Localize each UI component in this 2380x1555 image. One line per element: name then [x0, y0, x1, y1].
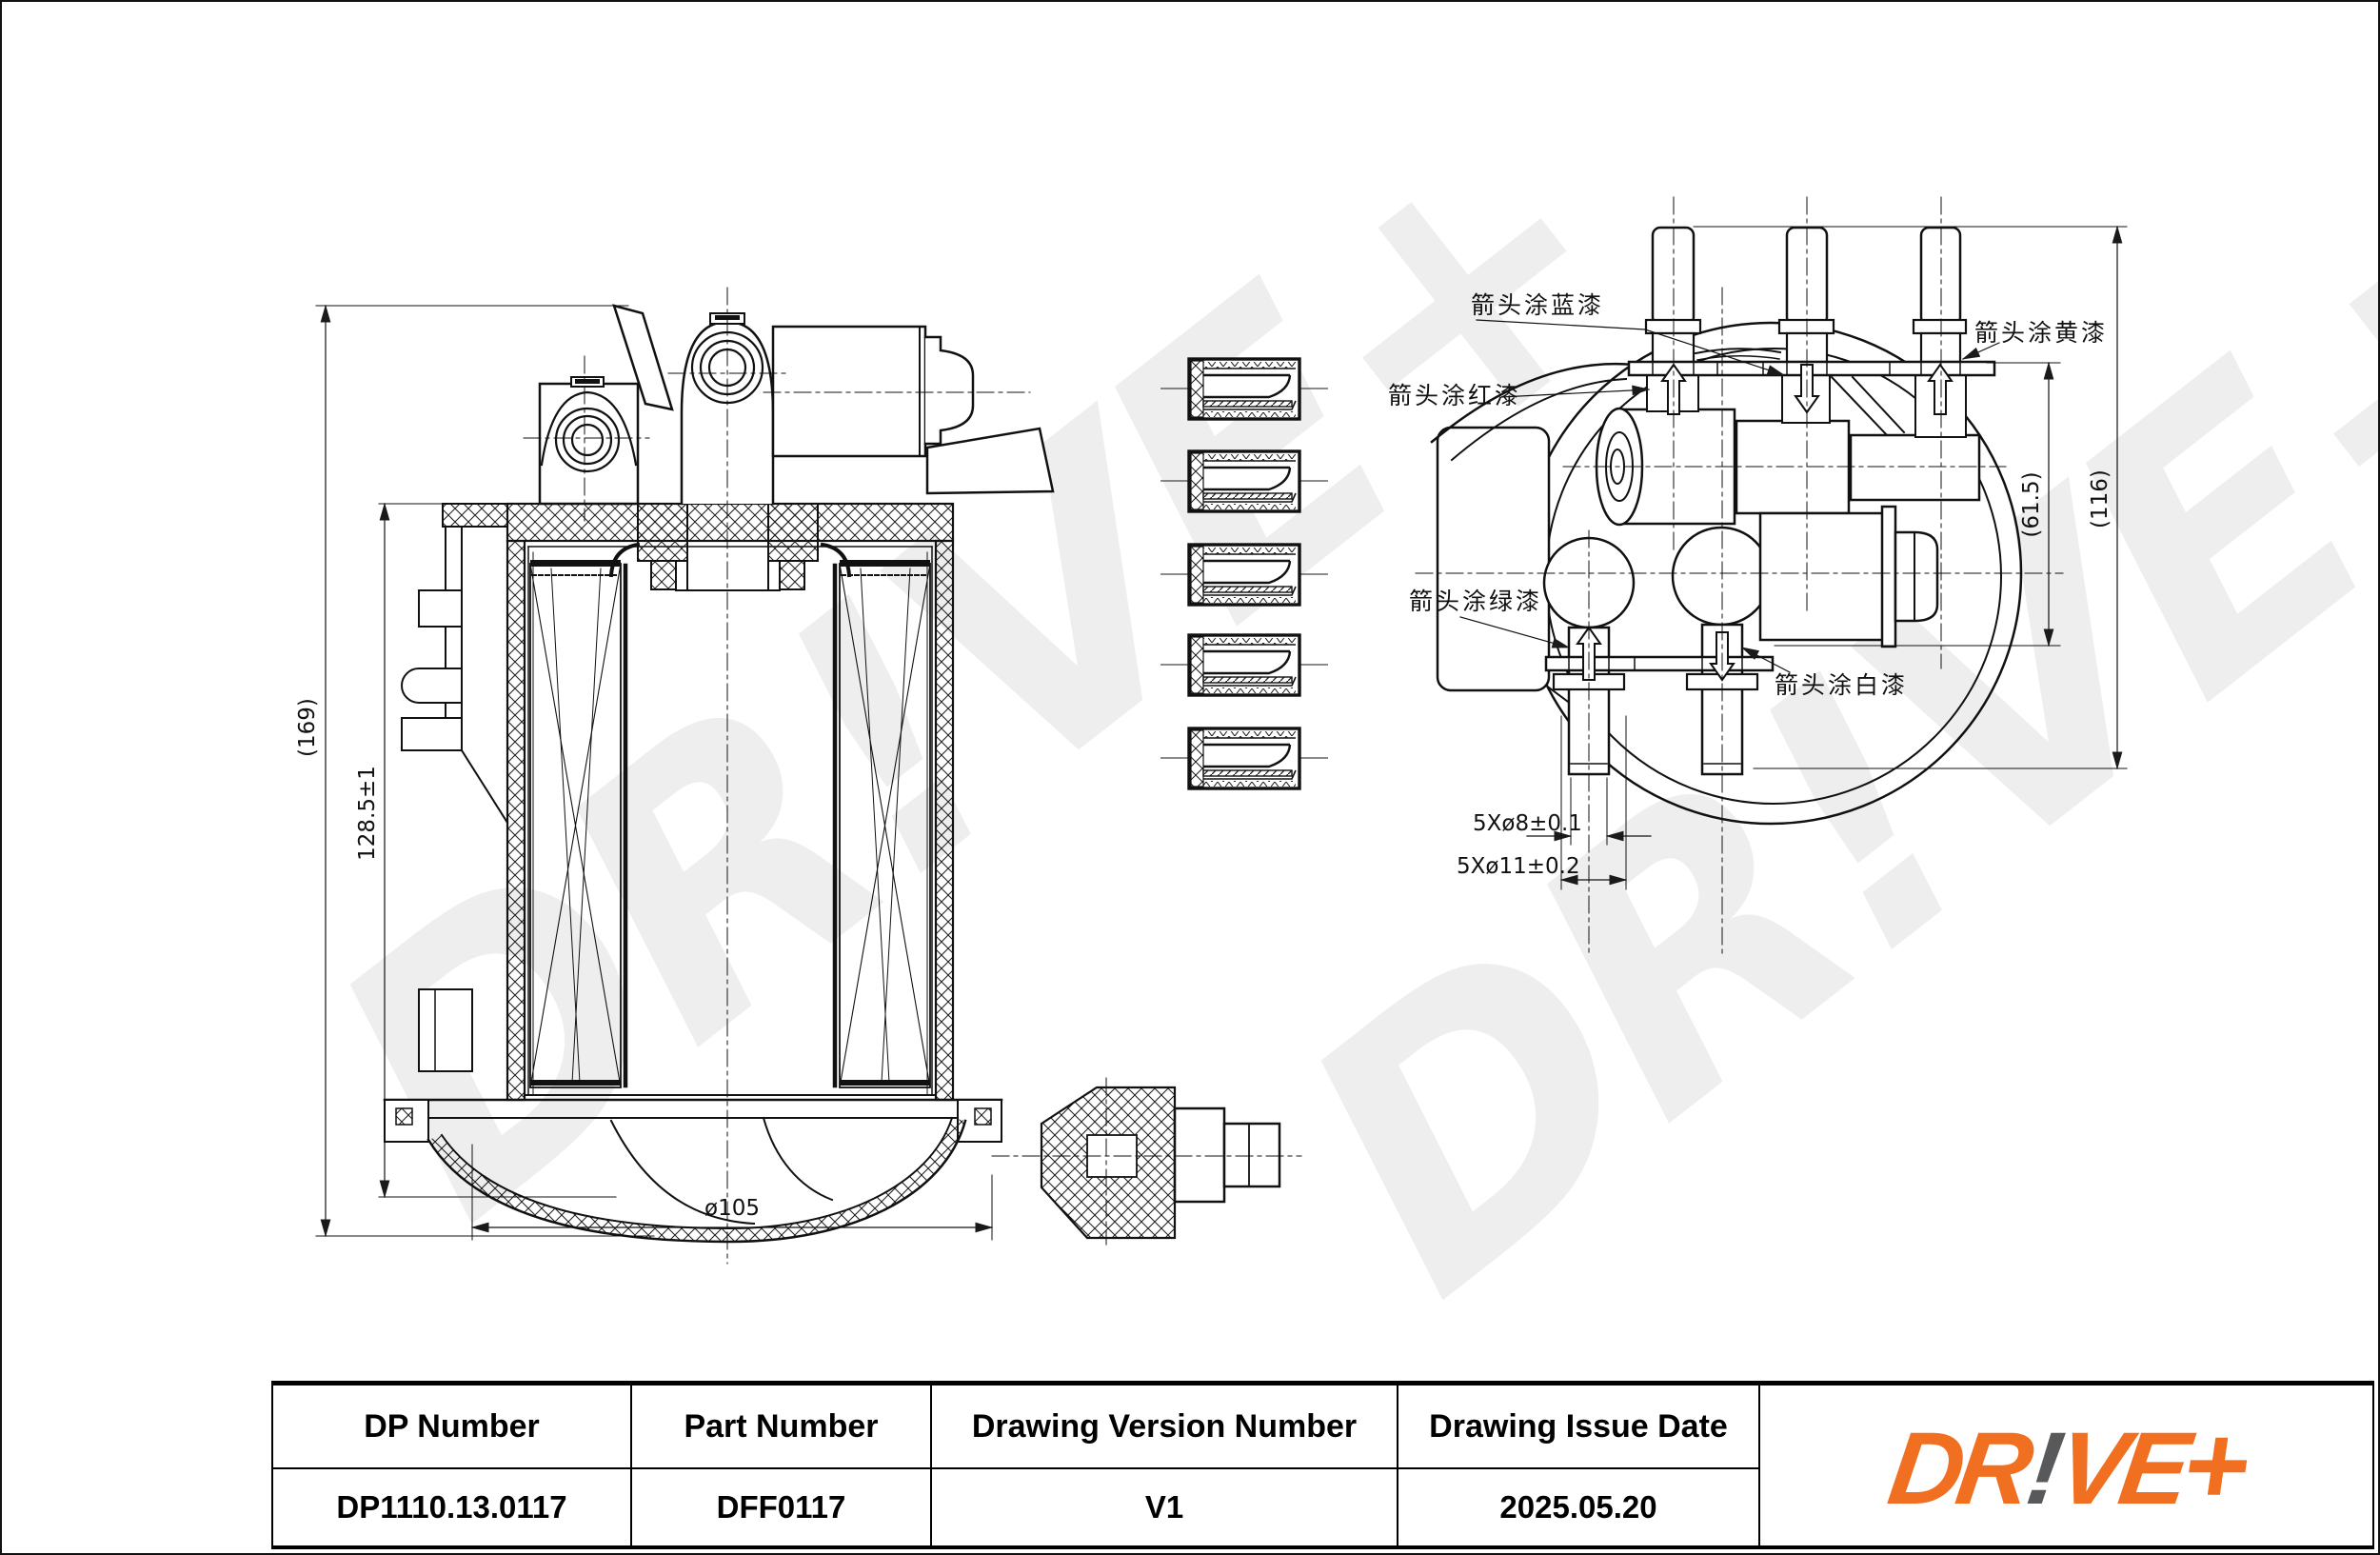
title-block: DP Number Part Number Drawing Version Nu…	[271, 1381, 2374, 1549]
top-ports	[1627, 226, 1996, 438]
dimension-116: (116)	[1693, 225, 2128, 770]
dimension-105: ø105	[470, 1144, 994, 1241]
head-cylinder	[771, 325, 927, 458]
port-circle-right	[1671, 526, 1772, 627]
centerlines-top-view	[1415, 196, 2064, 955]
title-block-value-drawing-version: V1	[932, 1469, 1398, 1545]
bottom-ports	[1544, 623, 1775, 776]
filter-element-right	[839, 560, 931, 1088]
title-block-header-issue-date: Drawing Issue Date	[1398, 1386, 1760, 1469]
body-left-lobe	[1436, 426, 1551, 692]
front-section-view: (169) 128.5±1 ø105	[295, 287, 1302, 1265]
dimension-5x8: 5Xø8±0.1	[1473, 777, 1652, 846]
bottom-bowl	[383, 1098, 1003, 1244]
dimension-5x11: 5Xø11±0.2	[1457, 715, 1628, 890]
title-block-header-dp-number: DP Number	[273, 1386, 632, 1469]
paint-labels: 箭头涂蓝漆 箭头涂红漆 箭头涂黄漆 箭头涂绿漆 箭头涂白漆	[1388, 291, 2108, 699]
svg-text:5Xø11±0.2: 5Xø11±0.2	[1457, 854, 1580, 879]
title-block-header-drawing-version: Drawing Version Number	[932, 1386, 1398, 1469]
svg-text:5Xø8±0.1: 5Xø8±0.1	[1473, 811, 1582, 836]
filter-head	[538, 304, 1055, 506]
driveplus-logo: DR!VE+	[1882, 1403, 2251, 1528]
label-blue-paint: 箭头涂蓝漆	[1471, 291, 1604, 319]
label-green-paint: 箭头涂绿漆	[1409, 588, 1542, 615]
top-view: (61.5) (116) 5Xø8±0.1 5Xø11±0.2	[1388, 196, 2128, 955]
label-yellow-paint: 箭头涂黄漆	[1974, 319, 2108, 347]
centerlines-left-view	[523, 287, 1031, 1265]
title-block-value-dp-number: DP1110.13.0117	[273, 1469, 632, 1545]
filter-element-left	[529, 560, 622, 1088]
center-boss	[608, 503, 852, 591]
svg-text:(169): (169)	[295, 698, 320, 757]
title-block-header-part-number: Part Number	[632, 1386, 932, 1469]
arrow-yellow-port	[1927, 363, 1954, 415]
title-block-value-part-number: DFF0117	[632, 1469, 932, 1545]
mounting-brackets	[401, 526, 509, 1072]
seal-detail-views	[1159, 357, 1330, 790]
svg-text:(116): (116)	[2088, 469, 2112, 528]
label-white-paint: 箭头涂白漆	[1775, 671, 1908, 699]
drain-fitting	[991, 1077, 1302, 1246]
svg-text:ø105: ø105	[704, 1196, 760, 1221]
brand-logo: DR!VE+	[1760, 1386, 2372, 1545]
svg-text:128.5±1: 128.5±1	[355, 766, 380, 861]
svg-text:(61.5): (61.5)	[2019, 471, 2044, 537]
dimension-128-5: 128.5±1	[355, 502, 617, 1199]
dimension-169: (169)	[295, 304, 655, 1238]
title-block-value-issue-date: 2025.05.20	[1398, 1469, 1760, 1545]
label-red-paint: 箭头涂红漆	[1388, 382, 1521, 409]
dimension-61-5: (61.5)	[1774, 361, 2061, 648]
